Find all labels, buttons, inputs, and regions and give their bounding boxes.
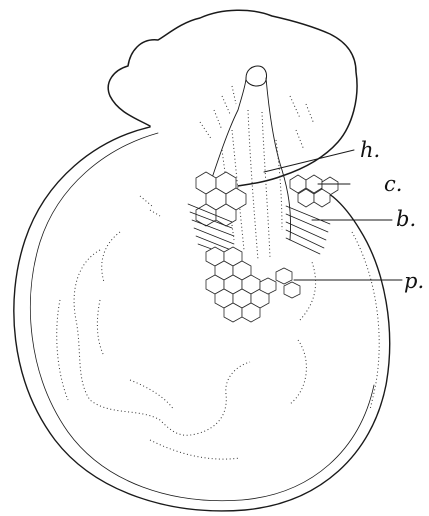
parenchyma-cells xyxy=(206,247,300,322)
inner-dotted-left xyxy=(57,196,160,400)
stalk-outline-right xyxy=(266,78,291,240)
label-p: p. xyxy=(404,269,424,293)
stalk-hairs xyxy=(200,86,314,150)
label-c: c. xyxy=(384,172,402,196)
label-b: b. xyxy=(396,207,416,231)
label-h: h. xyxy=(360,138,380,162)
outer-rim-dots xyxy=(352,232,379,410)
stalk-top-cap xyxy=(246,66,267,86)
stalk-outline-left xyxy=(210,78,246,184)
inner-dotted-cavity-2 xyxy=(97,232,174,410)
top-appendage xyxy=(108,10,357,186)
